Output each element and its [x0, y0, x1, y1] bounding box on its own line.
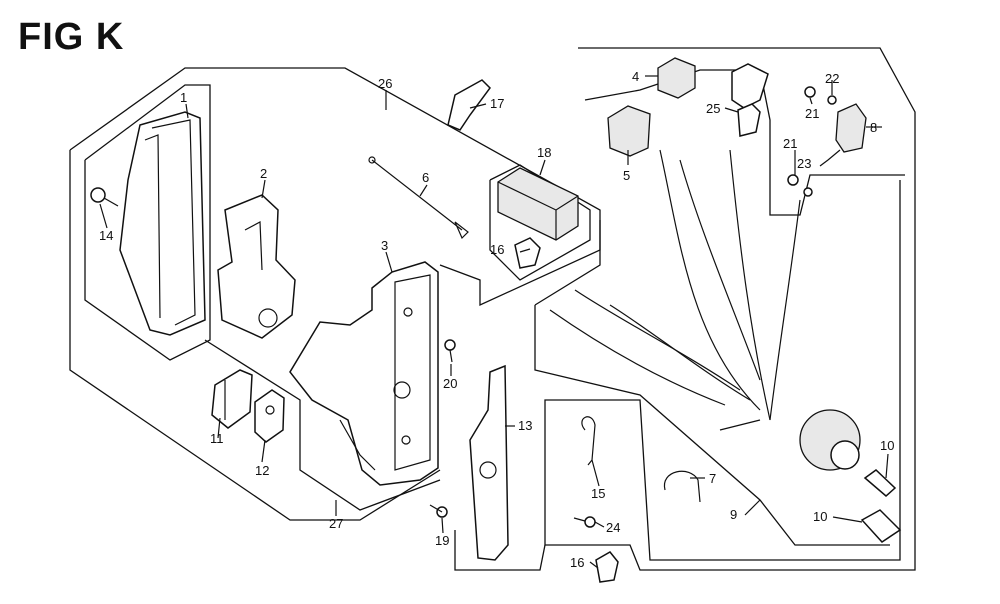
- part-23-washer: [803, 187, 813, 197]
- callout-4: 4: [632, 69, 639, 84]
- callout-10-lower: 10: [813, 509, 827, 524]
- part-4-relay: [657, 57, 696, 99]
- part-25-fuse: [731, 63, 769, 137]
- callout-19: 19: [435, 533, 449, 548]
- figure-title: FIG K: [18, 16, 125, 58]
- part-13-plate: [469, 364, 509, 561]
- callout-21-upper: 21: [805, 106, 819, 121]
- callout-13: 13: [518, 418, 532, 433]
- callout-22: 22: [825, 71, 839, 86]
- part-5-connector: [607, 105, 651, 157]
- callout-2: 2: [260, 166, 267, 181]
- callout-23: 23: [797, 156, 811, 171]
- part-20-bolt: [444, 339, 456, 363]
- callout-14: 14: [99, 228, 113, 243]
- group-outline-inner-left: [84, 84, 211, 361]
- part-21-nut-upper: [804, 86, 816, 98]
- callout-9: 9: [730, 507, 737, 522]
- part-14-screw: [90, 187, 119, 207]
- part-22-washer: [827, 95, 837, 105]
- callout-16-upper: 16: [490, 242, 504, 257]
- callout-17: 17: [490, 96, 504, 111]
- part-1-cover: [119, 111, 206, 336]
- group-outline-18: [489, 164, 591, 281]
- callout-24: 24: [606, 520, 620, 535]
- part-19-bolt: [429, 504, 448, 518]
- part-9-harness: [549, 149, 801, 431]
- part-16-clamp-upper: [514, 237, 541, 269]
- part-24-screw: [573, 516, 596, 528]
- part-12-switch: [254, 389, 285, 443]
- part-11-switch: [211, 369, 253, 429]
- callout-16-lower: 16: [570, 555, 584, 570]
- part-7-clip: [663, 470, 701, 503]
- callout-21-lower: 21: [783, 136, 797, 151]
- part-8-module: [819, 103, 867, 167]
- part-15-band: [581, 416, 596, 466]
- callout-18: 18: [537, 145, 551, 160]
- part-16-clamp-lower: [595, 551, 619, 583]
- part-10-key-upper: [863, 469, 897, 497]
- callout-15: 15: [591, 486, 605, 501]
- leader-lines: [99, 75, 889, 569]
- callout-11: 11: [210, 431, 224, 446]
- part-2-bracket: [217, 194, 296, 339]
- callout-7: 7: [709, 471, 716, 486]
- group-outline-right: [544, 47, 916, 571]
- callout-1: 1: [180, 90, 187, 105]
- part-18-block: [497, 167, 579, 241]
- part-key-switch: [799, 409, 861, 471]
- callout-12: 12: [255, 463, 269, 478]
- callout-8: 8: [870, 120, 877, 135]
- callout-6: 6: [422, 170, 429, 185]
- callouts: 1 2 3 4 5 6 7 8 9 10 10 11 12 13 14 15 1…: [99, 69, 894, 570]
- callout-5: 5: [623, 168, 630, 183]
- callout-10-upper: 10: [880, 438, 894, 453]
- part-3-panel: [289, 261, 439, 486]
- group-outline-bottom: [454, 530, 546, 571]
- callout-3: 3: [381, 238, 388, 253]
- callout-25: 25: [706, 101, 720, 116]
- callout-26: 26: [378, 76, 392, 91]
- callout-27: 27: [329, 516, 343, 531]
- part-17-clip: [447, 79, 491, 131]
- group-outline-mid: [534, 220, 601, 306]
- part-21-nut-lower: [787, 174, 799, 186]
- group-outline-lower: [69, 150, 441, 521]
- callout-20: 20: [443, 376, 457, 391]
- group-outline-harness-box: [534, 305, 890, 546]
- part-6-rod: [368, 156, 469, 240]
- part-10-key-lower: [860, 509, 902, 543]
- group-outline-27: [204, 339, 441, 511]
